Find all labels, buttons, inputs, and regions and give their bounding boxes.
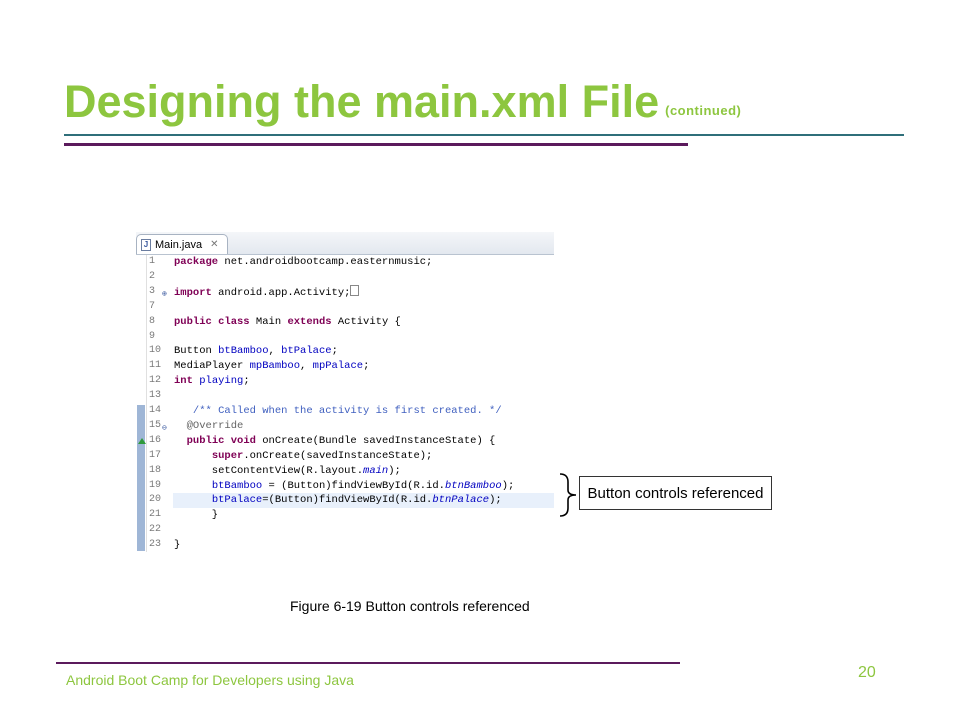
code-line: 18 setContentView(R.layout.main);	[149, 464, 401, 477]
callout-bracket-icon	[559, 473, 577, 517]
code-line: 22	[149, 524, 162, 536]
editor-tab-label: Main.java	[155, 238, 203, 251]
code-line: 23}	[149, 539, 181, 552]
code-line: 15⊖ @Override	[136, 419, 554, 434]
code-line: 17 super.onCreate(savedInstanceState);	[149, 449, 433, 462]
slide-title-suffix: (continued)	[665, 103, 742, 118]
footer-text: Android Boot Camp for Developers using J…	[66, 672, 354, 688]
expand-fold-icon[interactable]: ⊕	[162, 289, 167, 299]
override-marker-icon	[138, 437, 146, 444]
editor-gutter	[136, 255, 147, 552]
slide-title: Designing the main.xml File (continued)	[64, 74, 741, 139]
code-line: 16 public void onCreate(Bundle savedInst…	[136, 434, 554, 449]
slide-title-text: Designing the main.xml File	[64, 76, 660, 127]
java-file-icon: J	[141, 238, 151, 251]
code-line: 14 /** Called when the activity is first…	[149, 405, 502, 417]
code-line: 3⊕import android.app.Activity;	[136, 284, 554, 300]
collapse-fold-icon[interactable]: ⊖	[162, 423, 167, 433]
code-line: 20 btPalace=(Button)findViewById(R.id.bt…	[136, 493, 554, 509]
code-line: 2	[149, 270, 156, 282]
code-line: 13	[149, 390, 162, 402]
code-line: 7	[149, 300, 156, 312]
footer-divider	[56, 662, 680, 664]
editor-tab-bar: J Main.java ✕	[136, 232, 554, 255]
code-line: 19 btBamboo = (Button)findViewById(R.id.…	[149, 479, 515, 492]
callout-label: Button controls referenced	[579, 476, 772, 510]
figure-caption: Figure 6-19 Button controls referenced	[290, 598, 530, 614]
editor-tab-main-java[interactable]: J Main.java ✕	[136, 234, 228, 254]
code-line: 9	[149, 330, 156, 342]
title-divider-purple	[64, 143, 688, 146]
close-icon[interactable]: ✕	[210, 239, 219, 250]
title-divider-teal	[64, 134, 904, 136]
page-number: 20	[858, 664, 876, 681]
gutter-range-marker	[137, 405, 145, 551]
code-line: 21 }	[149, 509, 219, 522]
